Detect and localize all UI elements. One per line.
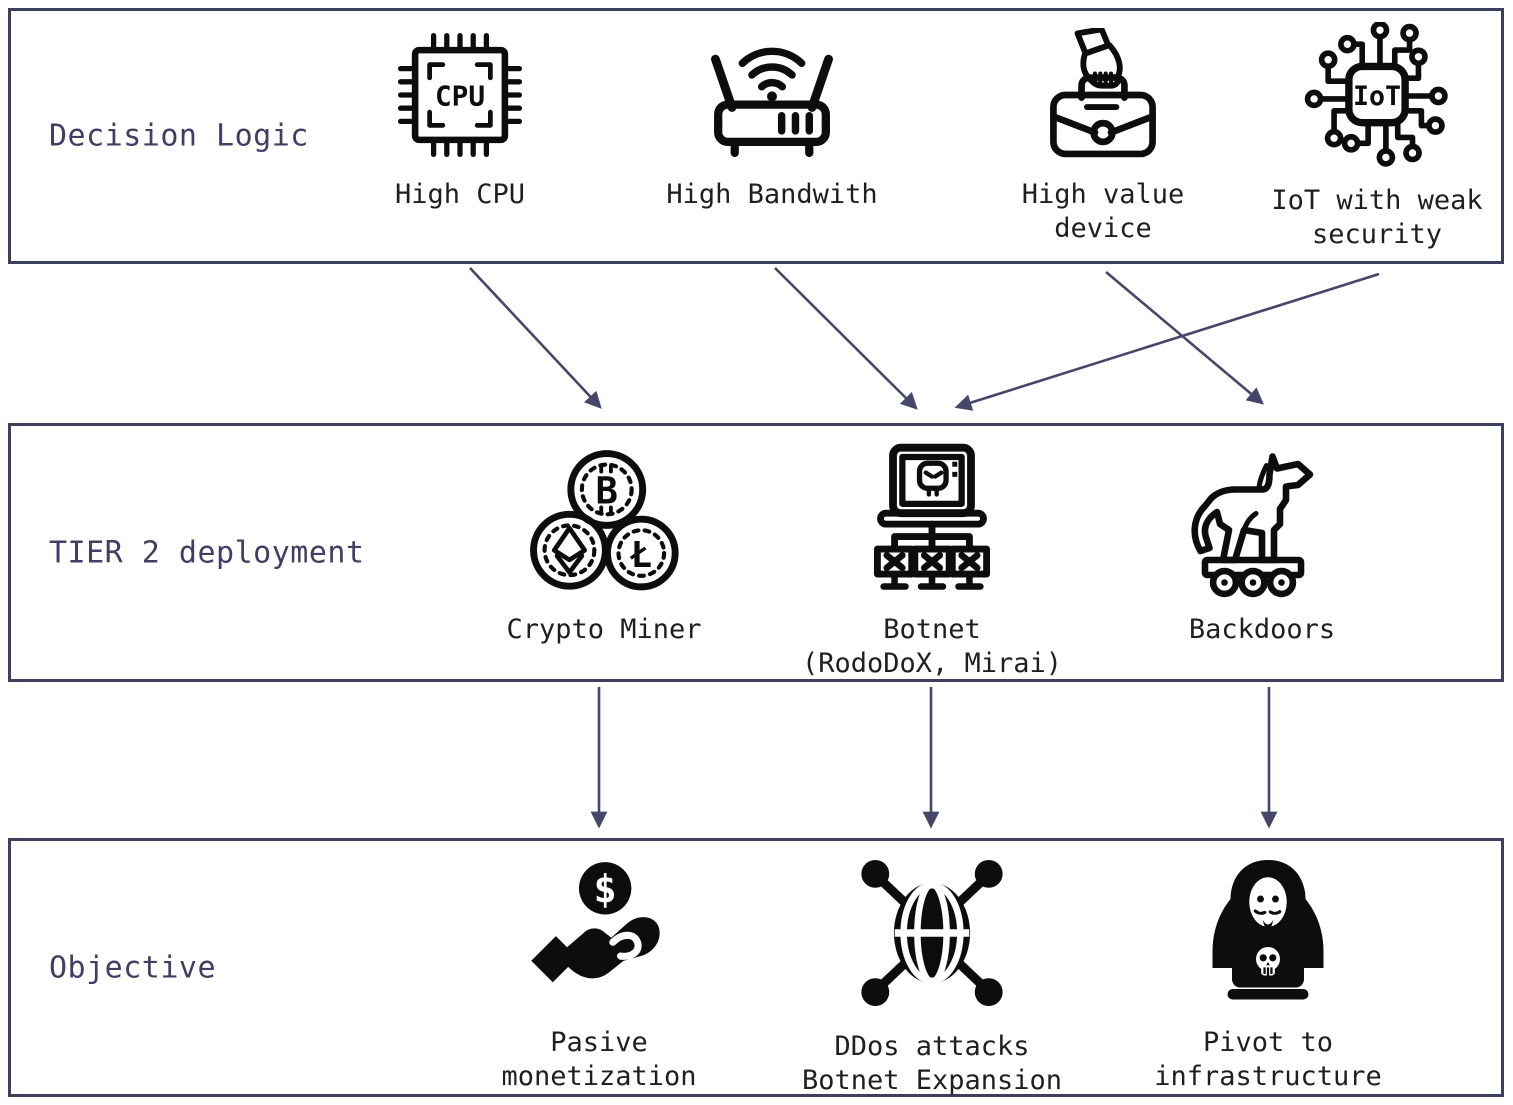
item-label: High Bandwith [666,179,878,210]
decision-logic-box: Decision Logic CPU Hi [8,8,1504,264]
item-label: Pasive monetization [501,1027,697,1092]
item-iot-weak-security: IoT IoT with weak security [1227,21,1513,252]
decision-logic-title: Decision Logic [49,118,309,154]
svg-text:B: B [596,468,618,512]
item-high-bandwith: High Bandwith [622,25,922,212]
objective-box: Objective $ Pasive monetization [8,838,1504,1097]
iot-chip-icon: IoT [1302,21,1452,171]
router-wifi-icon [702,25,842,165]
item-high-value-device: High value device [953,25,1253,246]
botnet-icon [852,442,1012,600]
objective-title: Objective [49,950,217,985]
item-label: High value device [1021,179,1185,244]
arrow-high-bandwith-to-botnet [774,267,918,410]
arrow-high-cpu-to-crypto-miner [469,267,602,409]
item-ddos-attacks: DDos attacks Botnet Expansion [782,849,1082,1098]
briefcase-hand-icon [1033,25,1173,165]
svg-text:CPU: CPU [435,80,485,113]
svg-text:IoT: IoT [1353,81,1401,112]
item-pasive-monetization: $ Pasive monetization [449,853,749,1094]
money-hand-icon: $ [519,853,679,1013]
svg-text:Ł: Ł [629,535,652,576]
item-pivot-to-infrastructure: Pivot to infrastructure [1118,851,1418,1094]
item-botnet: Botnet (RodoDoX, Mirai) [782,442,1082,681]
arrow-iot-to-botnet [954,272,1380,411]
item-label: Pivot to infrastructure [1154,1027,1382,1092]
item-high-cpu: CPU High CPU [310,25,610,212]
hacker-laptop-icon [1193,851,1343,1013]
tier2-deployment-box: TIER 2 deployment B Ł [8,423,1504,682]
globe-network-icon [850,849,1015,1017]
item-crypto-miner: B Ł Crypto Miner [454,448,754,647]
svg-text:$: $ [594,867,617,912]
item-label: High CPU [394,179,526,210]
crypto-coins-icon: B Ł [524,448,684,600]
item-label: Botnet (RodoDoX, Mirai) [801,614,1063,679]
tier2-deployment-title: TIER 2 deployment [49,535,365,570]
item-label: Crypto Miner [506,614,702,645]
item-backdoors: Backdoors [1112,448,1412,647]
arrow-high-value-device-to-backdoors [1105,271,1264,405]
item-label: IoT with weak security [1271,185,1483,250]
item-label: Backdoors [1188,614,1336,645]
cpu-icon: CPU [390,25,530,165]
item-label: DDos attacks Botnet Expansion [801,1031,1063,1096]
trojan-horse-icon [1182,448,1342,600]
